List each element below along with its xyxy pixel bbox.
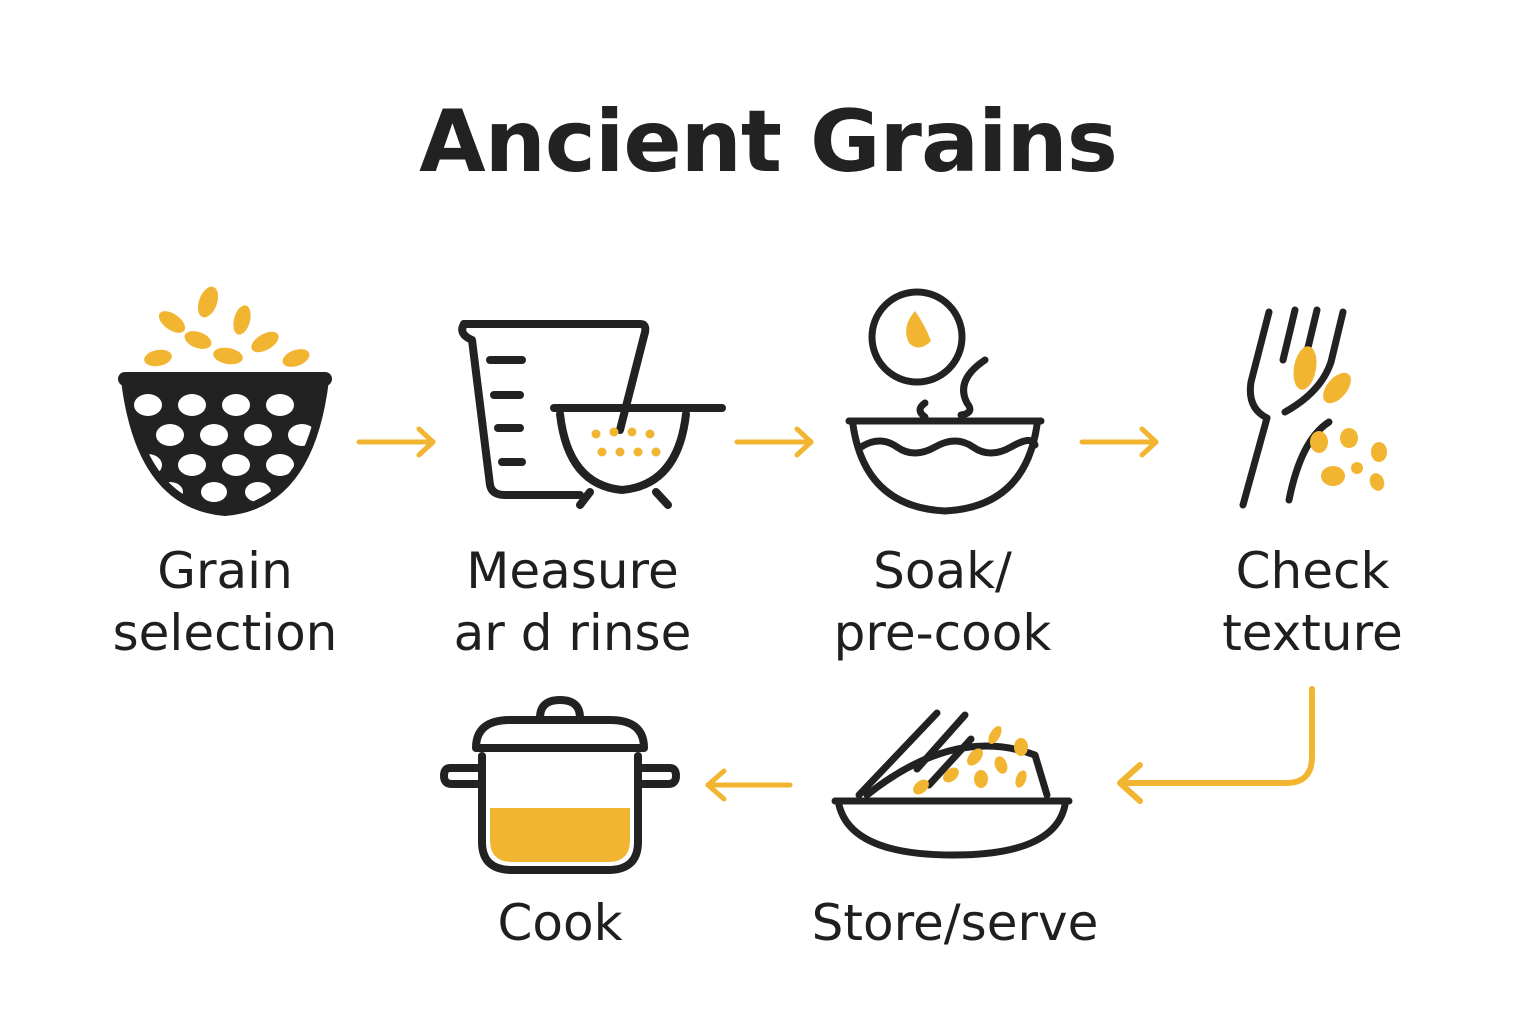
- soaking-bowl-timer-icon: [845, 288, 1045, 515]
- arrow-right-icon: [356, 426, 436, 458]
- step-label-store-serve: Store/serve: [790, 892, 1120, 954]
- arrow-right-icon: [1079, 426, 1159, 458]
- arrow-left-icon: [705, 768, 793, 802]
- diagram-title: Ancient Grains: [419, 92, 1118, 192]
- step-label-line: Grain: [157, 542, 293, 600]
- step-label-line: pre-cook: [833, 604, 1052, 662]
- grain-basket-icon: [118, 286, 332, 517]
- step-label-line: Cook: [497, 894, 623, 952]
- step-label-soak-precook: Soak/ pre-cook: [815, 540, 1070, 664]
- step-label-check-texture: Check texture: [1200, 540, 1425, 664]
- cooking-pot-icon: [440, 696, 680, 874]
- step-label-line: Soak/: [873, 542, 1012, 600]
- step-label-cook: Cook: [460, 892, 660, 954]
- step-label-line: ar d rinse: [453, 604, 692, 662]
- step-label-line: Check: [1235, 542, 1390, 600]
- step-label-measure-rinse: Measure ar d rinse: [440, 540, 705, 664]
- step-label-line: Store/serve: [811, 894, 1099, 952]
- serving-bowl-icon: [831, 709, 1073, 859]
- fork-grains-icon: [1239, 306, 1387, 509]
- step-label-line: selection: [112, 604, 338, 662]
- step-label-line: texture: [1222, 604, 1403, 662]
- measuring-cup-strainer-icon: [458, 320, 726, 509]
- arrow-right-icon: [734, 426, 814, 458]
- step-label-grain-selection: Grain selection: [100, 540, 350, 664]
- arrow-corner-left-icon: [1117, 686, 1315, 804]
- step-label-line: Measure: [466, 542, 679, 600]
